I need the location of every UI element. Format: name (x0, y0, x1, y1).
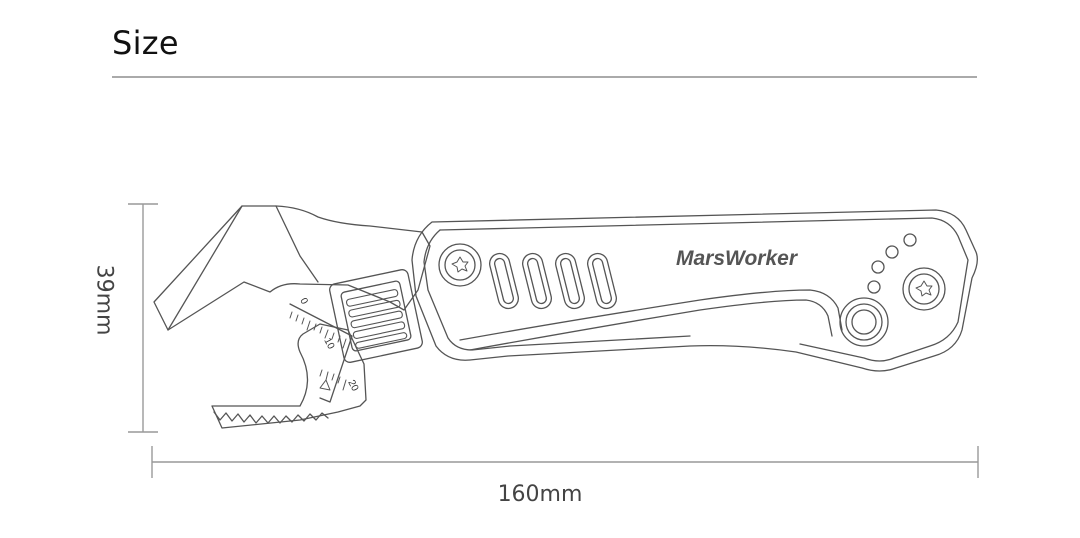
scale-mark-10: 10 (321, 336, 336, 351)
lanyard-ring (839, 297, 889, 347)
scale-mark-20: 20 (345, 378, 360, 393)
height-dimension-label: 39mm (91, 264, 117, 336)
grip-slot (521, 252, 553, 310)
torx-screw-right (902, 267, 946, 311)
scale-mark-0: 0 (297, 296, 310, 306)
page-title: Size (112, 24, 179, 62)
adjustment-wheel (329, 269, 423, 363)
brand-logo: MarsWorker (676, 247, 799, 270)
upper-jaw (153, 205, 431, 331)
length-dimension-label: 160mm (497, 482, 583, 507)
grip-slot (488, 252, 520, 310)
torx-screw-left (438, 243, 482, 287)
grip-slot (554, 252, 586, 310)
title-divider (112, 76, 977, 78)
lower-jaw (211, 323, 367, 429)
handle (411, 209, 978, 372)
grip-slot (586, 252, 618, 310)
